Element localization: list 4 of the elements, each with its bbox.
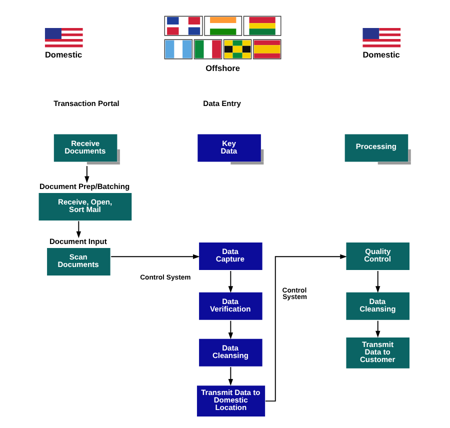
node-label: Document Input bbox=[49, 236, 107, 246]
label: Transaction Portal bbox=[54, 98, 120, 108]
label: Data Entry bbox=[203, 98, 241, 108]
node-label: Document Prep/Batching bbox=[39, 182, 130, 191]
